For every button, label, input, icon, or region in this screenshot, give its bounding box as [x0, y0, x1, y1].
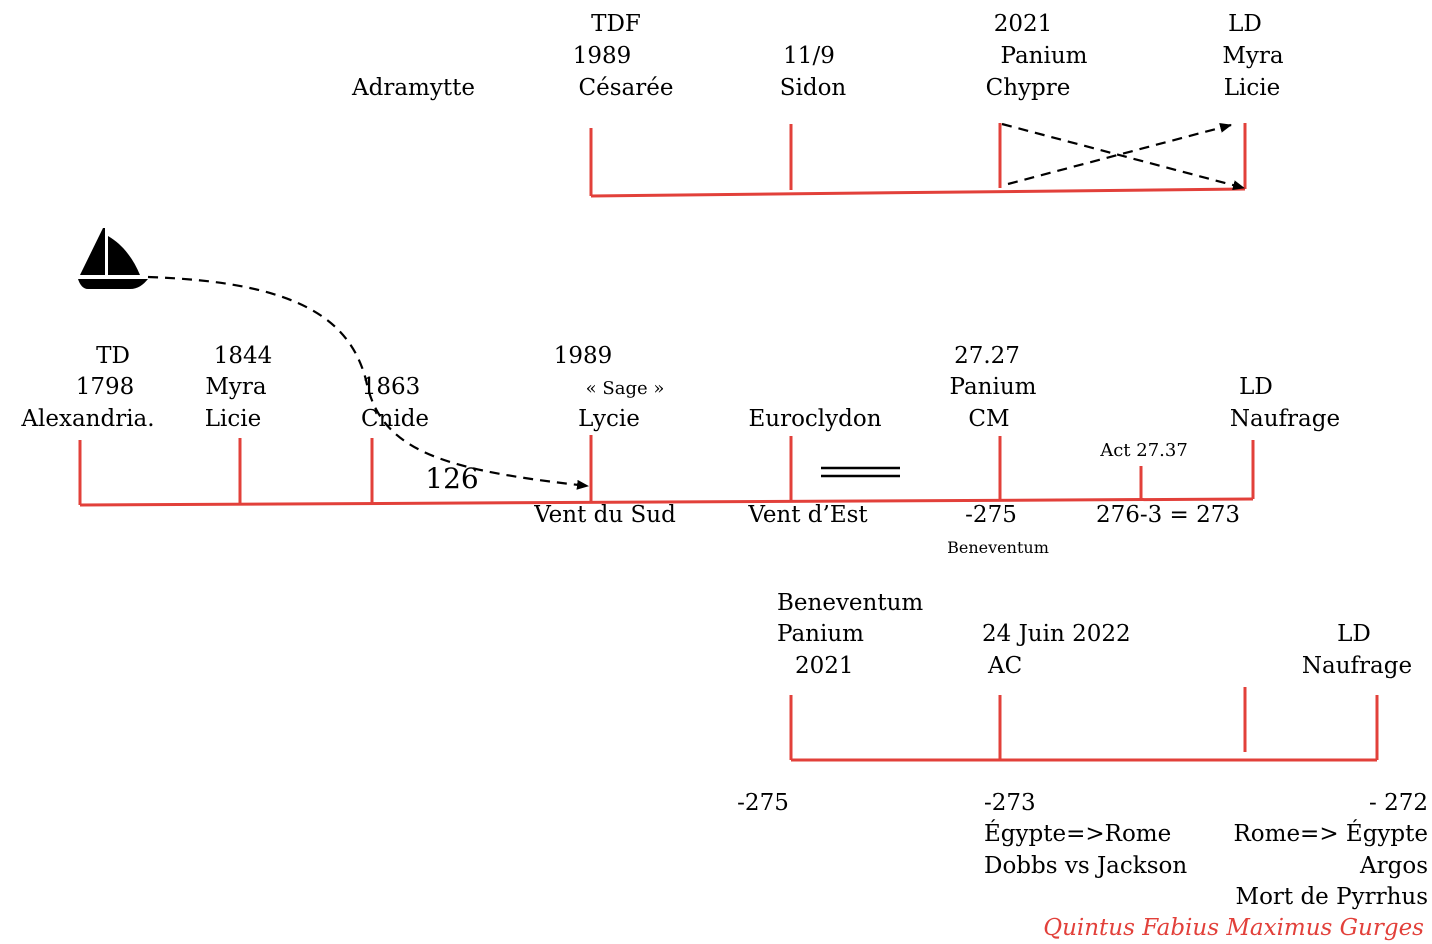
mid-label-panium: Panium — [949, 374, 1037, 400]
mid-label-euroclydon: Euroclydon — [748, 406, 882, 432]
bot-label-minus-273: -273 — [984, 790, 1036, 816]
boat-trajectory-arrow — [147, 275, 589, 490]
mid-label-calc: 276-3 = 273 — [1095, 502, 1241, 528]
sailboat-icon — [78, 228, 148, 289]
arrow-chypre-to-myra-bottom — [1001, 122, 1245, 191]
equals-sign — [821, 466, 900, 478]
mid-label-ld: LD — [1239, 374, 1273, 400]
bot-label-dobbs: Dobbs vs Jackson — [984, 853, 1188, 879]
arrow-chypre-to-myra-top — [1007, 122, 1232, 186]
bot-label-24-juin-2022: 24 Juin 2022 — [982, 621, 1131, 647]
mid-label-alexandria: Alexandria. — [21, 406, 155, 432]
bot-label-beneventum: Beneventum — [777, 590, 924, 616]
mid-label-licie: Licie — [204, 406, 262, 432]
bot-label-pyrrhus: Mort de Pyrrhus — [1235, 884, 1428, 910]
mid-label-lycie: Lycie — [578, 406, 640, 432]
mid-label-td: TD — [96, 343, 130, 369]
mid-label-vent-d-est: Vent d’Est — [748, 502, 868, 528]
bot-label-ld: LD — [1337, 621, 1371, 647]
mid-label-naufrage: Naufrage — [1229, 406, 1341, 432]
mid-label-cm: CM — [968, 406, 1010, 432]
bot-label-naufrage: Naufrage — [1301, 653, 1413, 679]
bot-label-2021: 2021 — [795, 653, 854, 679]
mid-label-minus-275: -275 — [965, 502, 1017, 528]
top-label-sidon: Sidon — [779, 75, 847, 101]
top-label-cesaree: Césarée — [578, 75, 674, 101]
mid-label-126: 126 — [425, 462, 479, 495]
mid-label-cnide: Cnide — [360, 406, 430, 432]
mid-label-vent-du-sud: Vent du Sud — [534, 502, 676, 528]
mid-label-1844: 1844 — [213, 343, 273, 369]
bot-label-egypte-rome: Égypte=>Rome — [984, 821, 1172, 847]
top-label-11-9: 11/9 — [783, 43, 835, 69]
middle-timeline — [78, 435, 1255, 507]
bot-label-ac: AC — [988, 653, 1023, 679]
mid-label-beneventum: Beneventum — [947, 538, 1049, 557]
top-label-licie: Licie — [1223, 75, 1281, 101]
top-label-adramytte: Adramytte — [352, 75, 475, 101]
top-label-1989: 1989 — [572, 43, 632, 69]
bot-label-panium: Panium — [777, 621, 864, 647]
top-label-tdf: TDF — [591, 11, 641, 37]
bot-label-fabius: Quintus Fabius Maximus Gurges — [1043, 915, 1424, 941]
top-label-2021: 2021 — [993, 11, 1053, 37]
mid-label-myra: Myra — [205, 374, 267, 400]
top-timeline-axis — [590, 187, 1246, 198]
bot-label-argos: Argos — [1360, 853, 1428, 879]
top-label-ld: LD — [1228, 11, 1262, 37]
top-label-chypre: Chypre — [985, 75, 1071, 101]
bottom-timeline — [789, 687, 1379, 762]
bot-label-rome-egypte: Rome=> Égypte — [1233, 821, 1428, 847]
mid-label-27-27: 27.27 — [954, 343, 1020, 369]
middle-timeline-axis — [79, 497, 1254, 507]
top-label-panium: Panium — [1000, 43, 1088, 69]
mid-label-1989: 1989 — [553, 343, 613, 369]
mid-label-act-27-37: Act 27.37 — [1100, 440, 1188, 461]
bot-label-minus-275: -275 — [737, 790, 789, 816]
top-cross-arrows — [1001, 122, 1245, 191]
mid-label-1863: 1863 — [361, 374, 421, 400]
top-label-myra: Myra — [1222, 43, 1284, 69]
mid-label-sage: « Sage » — [585, 378, 665, 399]
bot-label-minus-272: - 272 — [1369, 790, 1428, 816]
mid-label-1798: 1798 — [75, 374, 135, 400]
top-timeline — [589, 123, 1247, 198]
